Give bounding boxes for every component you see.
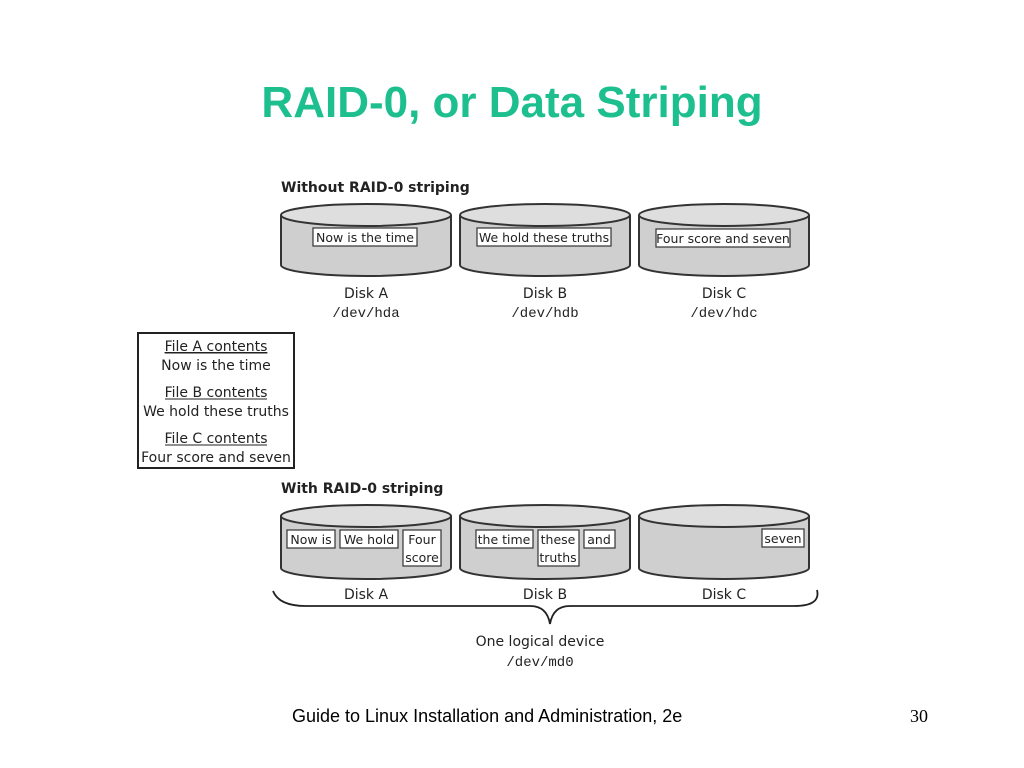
without-striping-heading: Without RAID-0 striping [281,180,470,196]
data-block [339,529,399,549]
data-block-text: We hold these truths [479,230,609,245]
disk-a-striped: Now is We hold Four score [280,504,452,580]
footer-text: Guide to Linux Installation and Administ… [292,706,683,726]
file-a-label: File A contents [165,339,268,355]
disk-b-unstriped: We hold these truths [459,203,631,277]
disk-c-unstriped: Four score and seven [638,203,810,277]
file-legend: File A contents Now is the time File B c… [137,332,295,469]
disk-a-unstriped: Now is the time [280,203,452,277]
data-block [312,227,418,247]
disk-a-device: /dev/hda [332,306,399,322]
data-block-text: truths [539,550,576,565]
data-block-text: score [405,550,439,565]
page-number: 30 [910,706,928,726]
data-block-text: We hold [344,532,394,547]
data-block-text: Now is [290,532,331,547]
with-striping-heading: With RAID-0 striping [281,481,443,497]
slide-title: RAID-0, or Data Striping [261,78,763,127]
logical-device-path: /dev/md0 [506,655,573,671]
file-a-value: Now is the time [161,358,271,374]
data-block-text: Four score and seven [656,231,790,246]
disk-b-striped: the time these truths and [459,504,631,580]
data-block [402,529,442,567]
raid0-diagram: Without RAID-0 striping Now is the time … [137,180,819,671]
logical-device-brace [272,589,819,625]
data-block-text: and [587,532,611,547]
file-b-value: We hold these truths [143,404,289,420]
file-b-label: File B contents [165,385,268,401]
disk-c-striped: seven [638,504,810,580]
data-block [286,529,336,549]
disk-a-striped-label: Disk A [344,587,389,603]
logical-device-label: One logical device [476,634,605,650]
data-block [583,529,616,549]
disk-b-striped-label: Disk B [523,587,567,603]
data-block-text: seven [764,531,801,546]
data-block [537,529,580,567]
disk-b-device: /dev/hdb [511,306,578,322]
file-c-value: Four score and seven [141,450,291,466]
disk-c-striped-label: Disk C [702,587,747,603]
data-block [475,529,534,549]
data-block-text: Now is the time [316,230,414,245]
data-block [761,528,805,548]
data-block-text: these [541,532,576,547]
disk-c-label: Disk C [702,286,747,302]
data-block-text: the time [478,532,531,547]
data-block-text: Four [408,532,436,547]
disk-b-label: Disk B [523,286,567,302]
file-c-label: File C contents [165,431,268,447]
disk-a-label: Disk A [344,286,389,302]
disk-c-device: /dev/hdc [690,306,757,322]
data-block [655,228,791,248]
data-block [476,227,612,247]
